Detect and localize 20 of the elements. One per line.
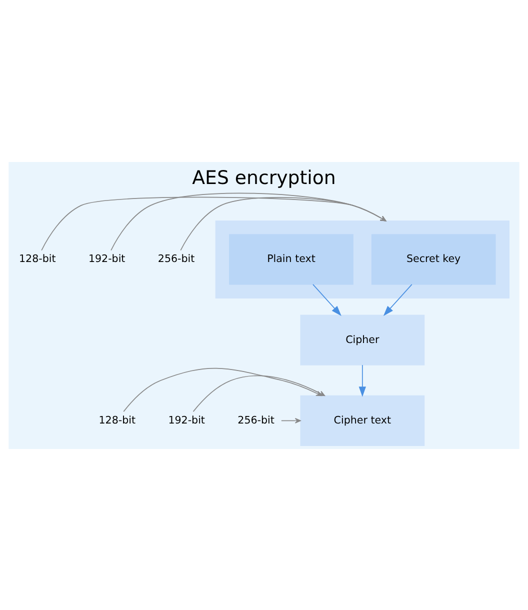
node-text: 256-bit bbox=[238, 414, 274, 426]
arrow bbox=[192, 374, 326, 412]
arrow bbox=[280, 417, 301, 423]
node-box: Cipher bbox=[300, 314, 425, 365]
arrow bbox=[41, 196, 386, 250]
node-text: 128-bit bbox=[98, 414, 136, 426]
arrow bbox=[358, 364, 366, 396]
node-box: Plain text bbox=[229, 234, 354, 284]
node-box: Secret key bbox=[371, 234, 496, 284]
cluster bbox=[215, 220, 510, 298]
diagram-title: AES encryption bbox=[192, 166, 336, 188]
node-text: 192-bit bbox=[168, 414, 205, 426]
node-text: 128-bit bbox=[19, 252, 56, 265]
arrow bbox=[312, 284, 342, 316]
node-box: Cipher text bbox=[300, 394, 425, 446]
arrow bbox=[110, 192, 386, 250]
node-text: 192-bit bbox=[88, 252, 126, 265]
arrow bbox=[383, 284, 412, 316]
arrow bbox=[180, 196, 386, 250]
node-text: 256-bit bbox=[158, 252, 195, 265]
